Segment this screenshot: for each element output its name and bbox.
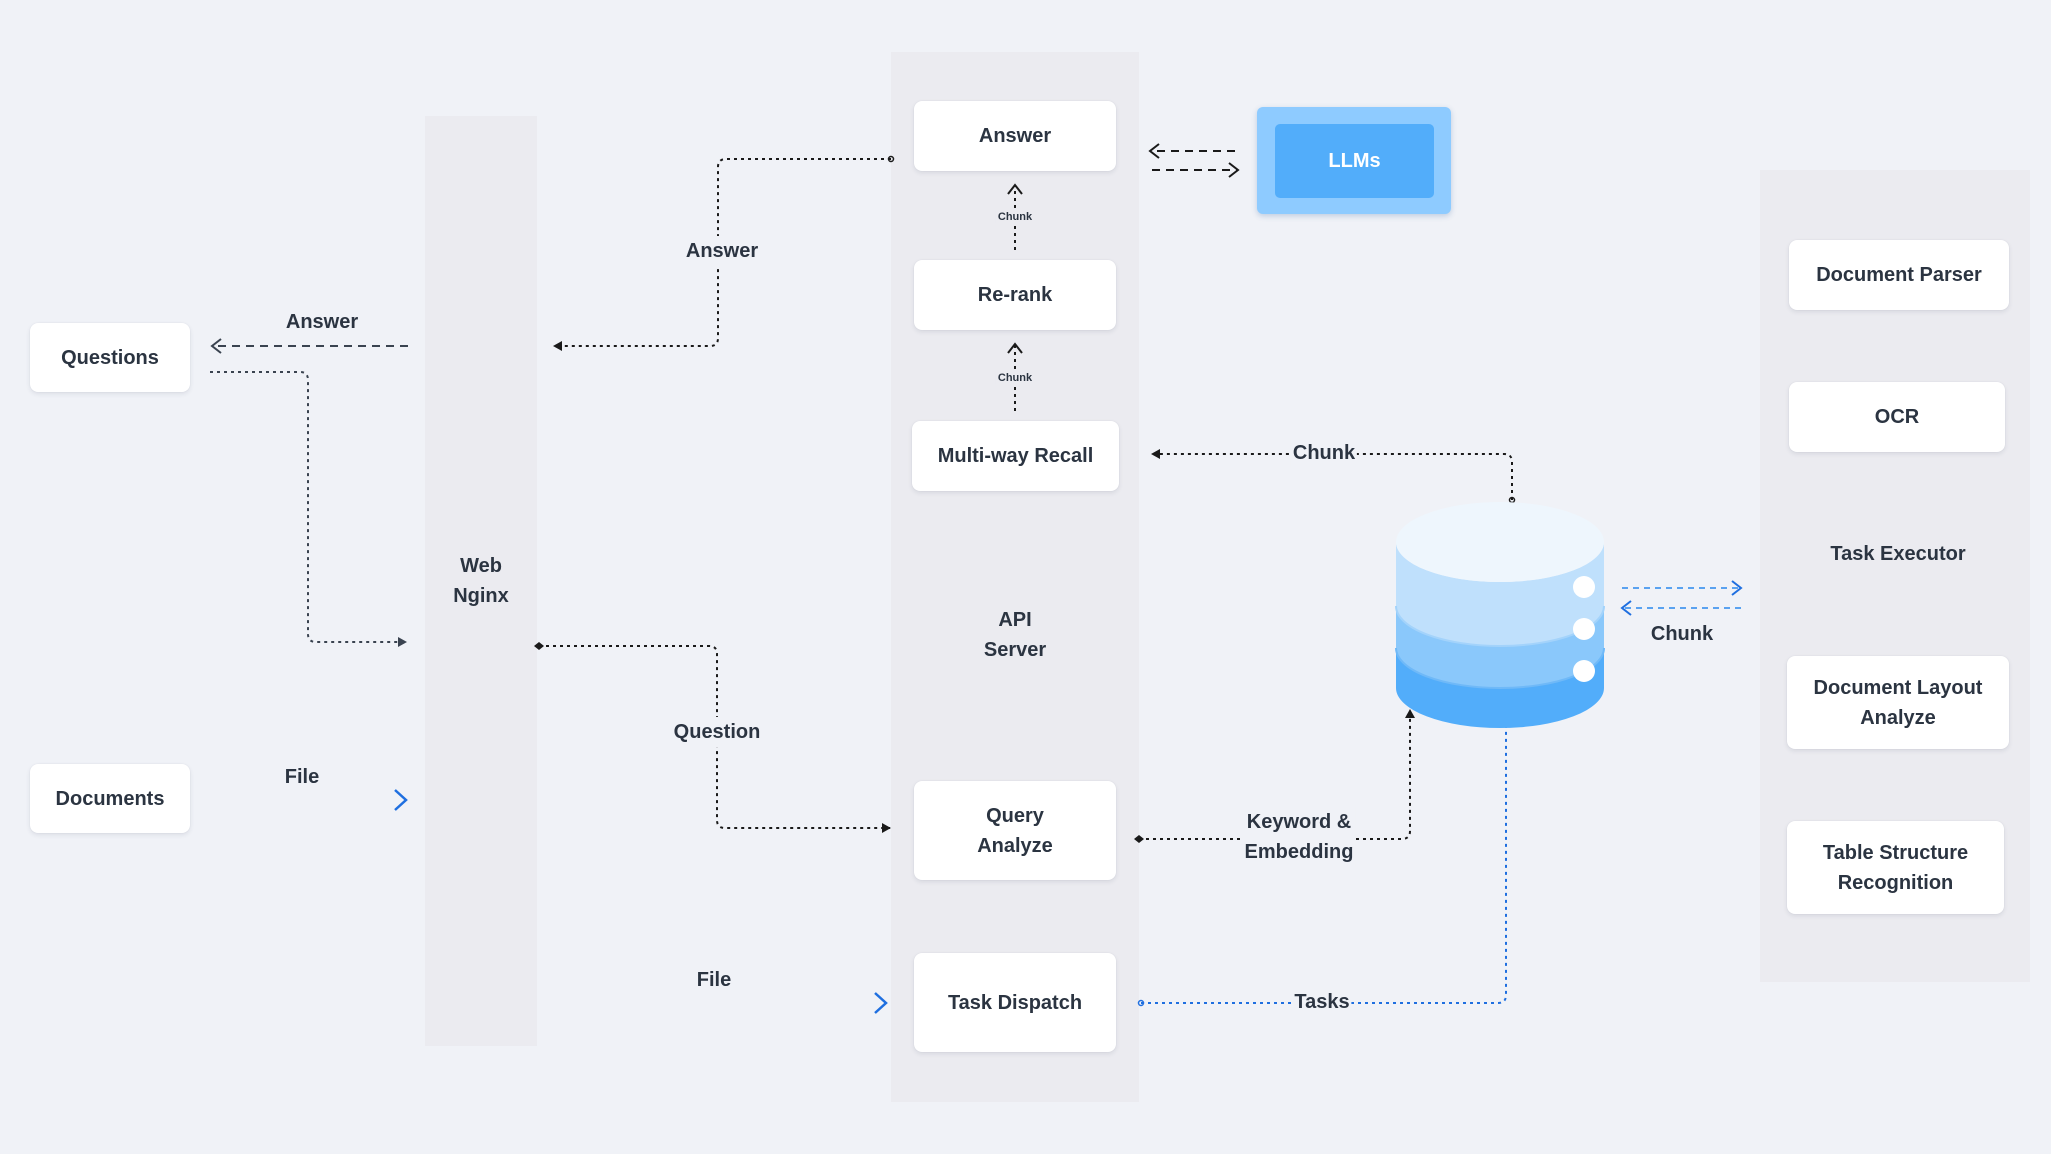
multiway-recall-node[interactable]: Multi-way Recall: [912, 421, 1119, 491]
task-executor-label: Task Executor: [1830, 543, 1966, 565]
ocr-node[interactable]: OCR: [1789, 382, 2005, 452]
db-indicator-1: [1573, 576, 1595, 598]
label-file-to-dispatch: File: [696, 969, 732, 991]
label-answer-to-questions: Answer: [285, 311, 359, 333]
label-chunk-rerank-to-answer: Chunk: [995, 211, 1035, 223]
db-indicator-3: [1573, 660, 1595, 682]
label-chunk-db-to-recall: Chunk: [1290, 438, 1358, 468]
db-indicator-2: [1573, 618, 1595, 640]
query-analyze-node[interactable]: Query Analyze: [914, 781, 1116, 880]
questions-node[interactable]: Questions: [30, 323, 190, 392]
label-answer-to-web: Answer: [683, 236, 761, 266]
label-file-from-documents: File: [284, 766, 320, 788]
table-structure-recognition-node[interactable]: Table Structure Recognition: [1787, 821, 2004, 914]
task-dispatch-node[interactable]: Task Dispatch: [914, 953, 1116, 1052]
edge-db-to-recall: [1151, 449, 1516, 504]
edge-questions-to-web: [210, 371, 407, 647]
document-parser-node[interactable]: Document Parser: [1789, 240, 2009, 310]
label-chunk-db-executor: Chunk: [1650, 623, 1714, 645]
answer-node[interactable]: Answer: [914, 101, 1116, 171]
rerank-node[interactable]: Re-rank: [914, 260, 1116, 330]
llms-node[interactable]: LLMs: [1275, 124, 1434, 198]
api-server-label: API Server: [983, 609, 1047, 661]
edge-web-to-query: [534, 642, 891, 833]
web-nginx-label: Web Nginx: [453, 555, 509, 607]
label-chunk-recall-to-rerank: Chunk: [995, 372, 1035, 384]
edge-dispatch-to-db: [1137, 712, 1511, 1007]
document-layout-analyze-node[interactable]: Document Layout Analyze: [1787, 656, 2009, 749]
database-icon: [1395, 502, 1605, 728]
label-question-to-query: Question: [671, 717, 763, 747]
web-nginx-panel: [425, 116, 537, 1046]
edge-answer-to-web: [553, 155, 895, 351]
label-keyword-embedding: Keyword & Embedding: [1242, 807, 1356, 867]
label-tasks: Tasks: [1292, 987, 1352, 1017]
documents-node[interactable]: Documents: [30, 764, 190, 833]
